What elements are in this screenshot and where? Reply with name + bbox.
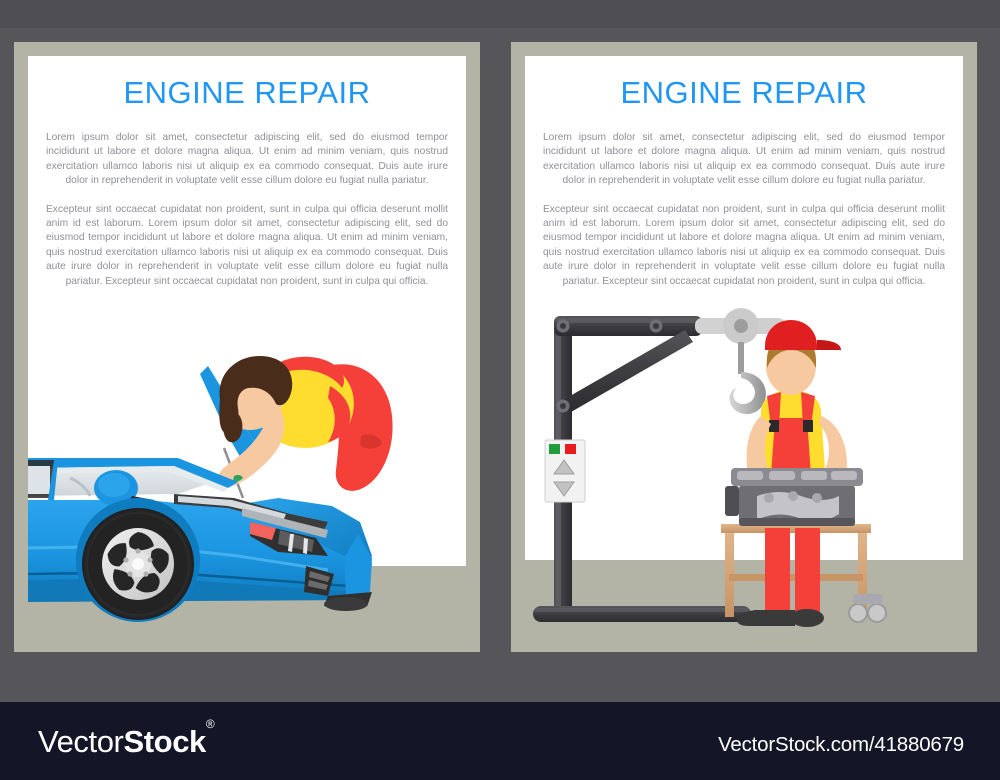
engine-head-cover (731, 468, 863, 486)
illustration-mechanic-repairing-car (28, 356, 393, 622)
poster-engine-repair-hoist: ENGINE REPAIR Lorem ipsum dolor sit amet… (511, 42, 977, 652)
car-headlight (250, 522, 328, 556)
registered-trademark-icon: ® (205, 716, 215, 731)
logo-bold-part: Stock (123, 724, 206, 759)
engine-trim-strip (242, 508, 328, 538)
vectorstock-logo: VectorStock® (38, 717, 215, 760)
car-roof-pillar (28, 458, 238, 488)
engine-manifold (757, 492, 839, 522)
crane-boom-highlight (556, 318, 700, 323)
a-pillar (48, 460, 58, 500)
crane-joint-bolts (556, 319, 663, 413)
vectorstock-url: VectorStock.com/41880679 (718, 733, 964, 756)
crane-base-highlight (535, 608, 749, 612)
poster-paragraph-1: Lorem ipsum dolor sit amet, consectetur … (46, 132, 448, 187)
strap-buckle-right (803, 420, 813, 432)
bumper-shadow (324, 597, 368, 611)
up-arrow-icon[interactable] (553, 459, 575, 475)
vectorstock-footer: VectorStock® VectorStock.com/41880679 (0, 702, 1000, 780)
crane-control-panel[interactable] (544, 439, 586, 503)
steering-wheel-hint (69, 476, 92, 497)
car-body (28, 458, 372, 611)
overall-strap-upper (274, 356, 344, 388)
mechanic-left-shoe (737, 610, 795, 626)
page-title-2: ENGINE REPAIR (620, 75, 868, 110)
strap-buckle-left (769, 420, 779, 432)
mechanic-figure-bending (213, 356, 393, 491)
mechanic-right-leg (795, 528, 820, 620)
poster-paragraph-2: Excepteur sint occaecat cupidatat non pr… (46, 203, 448, 287)
front-bumper (344, 534, 372, 596)
engine-bay-edge-highlight (178, 496, 286, 519)
overall-strap-right (801, 392, 815, 426)
wrist-band (233, 474, 243, 482)
car-air-vent (304, 566, 334, 596)
poster-right-inner: ENGINE REPAIR Lorem ipsum dolor sit amet… (525, 56, 963, 638)
mechanic-right-arm (819, 416, 847, 483)
indicator-light-green (549, 444, 560, 454)
trouser-pocket (360, 434, 382, 449)
mechanic-arm (218, 410, 285, 487)
crane-base-foot (533, 606, 751, 622)
mechanic-cap (765, 320, 817, 350)
crane-diagonal-brace (563, 330, 693, 412)
hook-shank (738, 342, 744, 374)
engine-bolt-row (764, 491, 822, 503)
poster-2-paragraph-1: Lorem ipsum dolor sit amet, consectetur … (543, 132, 945, 187)
cap-brim (817, 340, 841, 350)
overall-bib (771, 418, 811, 476)
mechanic-left-leg (765, 528, 790, 620)
illustration-engine-hoist (533, 308, 887, 627)
poster-left-inner: ENGINE REPAIR Lorem ipsum dolor sit amet… (28, 56, 466, 638)
logo-light-part: Vector (38, 724, 124, 759)
indicator-light-red (565, 444, 576, 454)
roof-highlight (28, 466, 228, 492)
crane-hook (729, 372, 766, 415)
mechanic-left-arm (746, 416, 771, 485)
engine-block-base (739, 518, 855, 526)
engine-hoist-crane (533, 308, 785, 622)
page-title: ENGINE REPAIR (123, 75, 371, 110)
overall-strap-left (767, 392, 781, 426)
hair-lock (223, 410, 243, 443)
overall-strap-side (328, 386, 351, 442)
mechanic-right-shoe (790, 609, 824, 627)
down-arrow-icon[interactable] (553, 481, 575, 497)
hoist-pulley-hub (734, 319, 748, 333)
engine-side-mount (725, 486, 739, 516)
top-background-strip (0, 0, 1000, 28)
engine-cylinder-caps (737, 471, 857, 480)
car-front-wheel (76, 498, 200, 622)
side-window-glass (28, 466, 50, 494)
trolley-caster-wheels (848, 594, 887, 623)
engine-block (725, 468, 863, 526)
poster-2-paragraph-2: Excepteur sint occaecat cupidatat non pr… (543, 203, 945, 287)
poster-engine-repair-car: ENGINE REPAIR Lorem ipsum dolor sit amet… (14, 42, 480, 652)
car-side-mirror (94, 470, 154, 506)
